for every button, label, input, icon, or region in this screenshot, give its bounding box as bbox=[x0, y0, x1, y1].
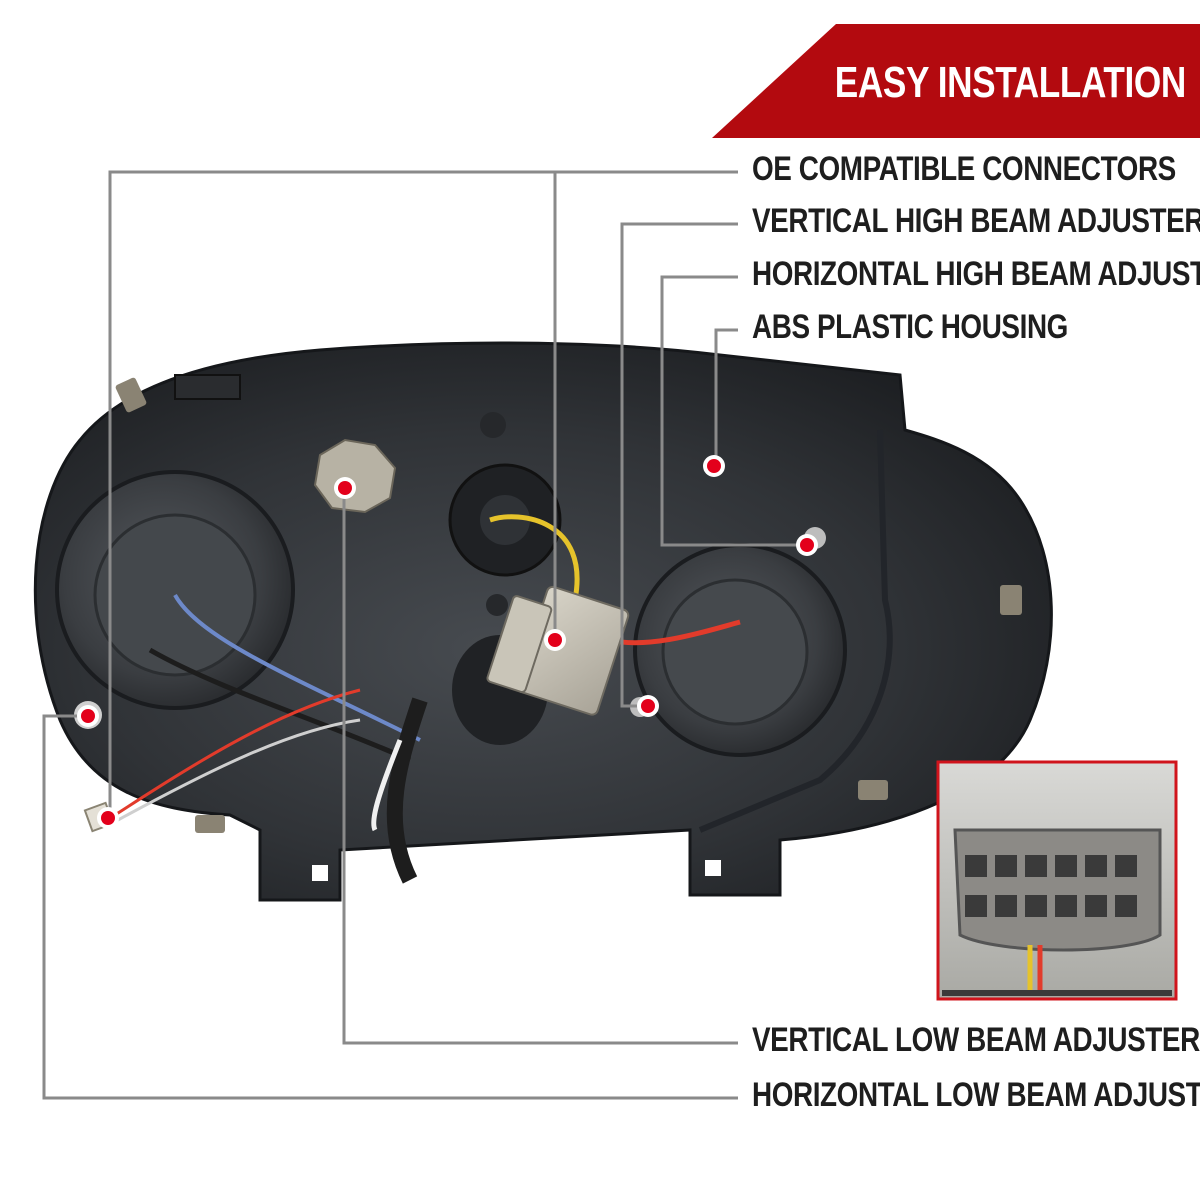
marker-dots bbox=[77, 455, 818, 829]
marker-horizontal-high-beam bbox=[796, 534, 818, 556]
leader-horizontal-low-beam bbox=[42, 714, 738, 1100]
banner-title: EASY INSTALLATION bbox=[834, 58, 1186, 107]
banner-shape bbox=[712, 24, 1200, 138]
marker-vertical-low-beam bbox=[334, 477, 356, 499]
marker-oe-connectors bbox=[544, 629, 566, 651]
marker-abs-housing bbox=[703, 455, 725, 477]
marker-vertical-high-beam bbox=[637, 695, 659, 717]
leader-abs-housing bbox=[714, 328, 738, 466]
leader-oe-connectors bbox=[108, 170, 738, 818]
oe-connector bbox=[486, 585, 630, 716]
callout-abs-housing: ABS PLASTIC HOUSING bbox=[752, 308, 1068, 346]
leader-vertical-low-beam bbox=[342, 488, 738, 1045]
callout-vertical-high-beam: VERTICAL HIGH BEAM ADJUSTER bbox=[752, 202, 1200, 240]
leader-vertical-high-beam bbox=[620, 222, 738, 708]
connector-inset bbox=[936, 760, 1178, 1001]
callout-horizontal-high-beam: HORIZONTAL HIGH BEAM ADJUSTER bbox=[752, 255, 1200, 293]
leader-lines bbox=[42, 170, 806, 1100]
callout-vertical-low-beam: VERTICAL LOW BEAM ADJUSTER bbox=[752, 1021, 1200, 1059]
leader-horizontal-high-beam bbox=[660, 275, 806, 547]
marker-pigtail bbox=[97, 807, 119, 829]
headlight-housing bbox=[33, 341, 1053, 902]
callout-oe-connectors: OE COMPATIBLE CONNECTORS bbox=[752, 150, 1176, 188]
callout-horizontal-low-beam: HORIZONTAL LOW BEAM ADJUSTER bbox=[752, 1076, 1200, 1114]
marker-horizontal-low-beam bbox=[77, 705, 99, 727]
